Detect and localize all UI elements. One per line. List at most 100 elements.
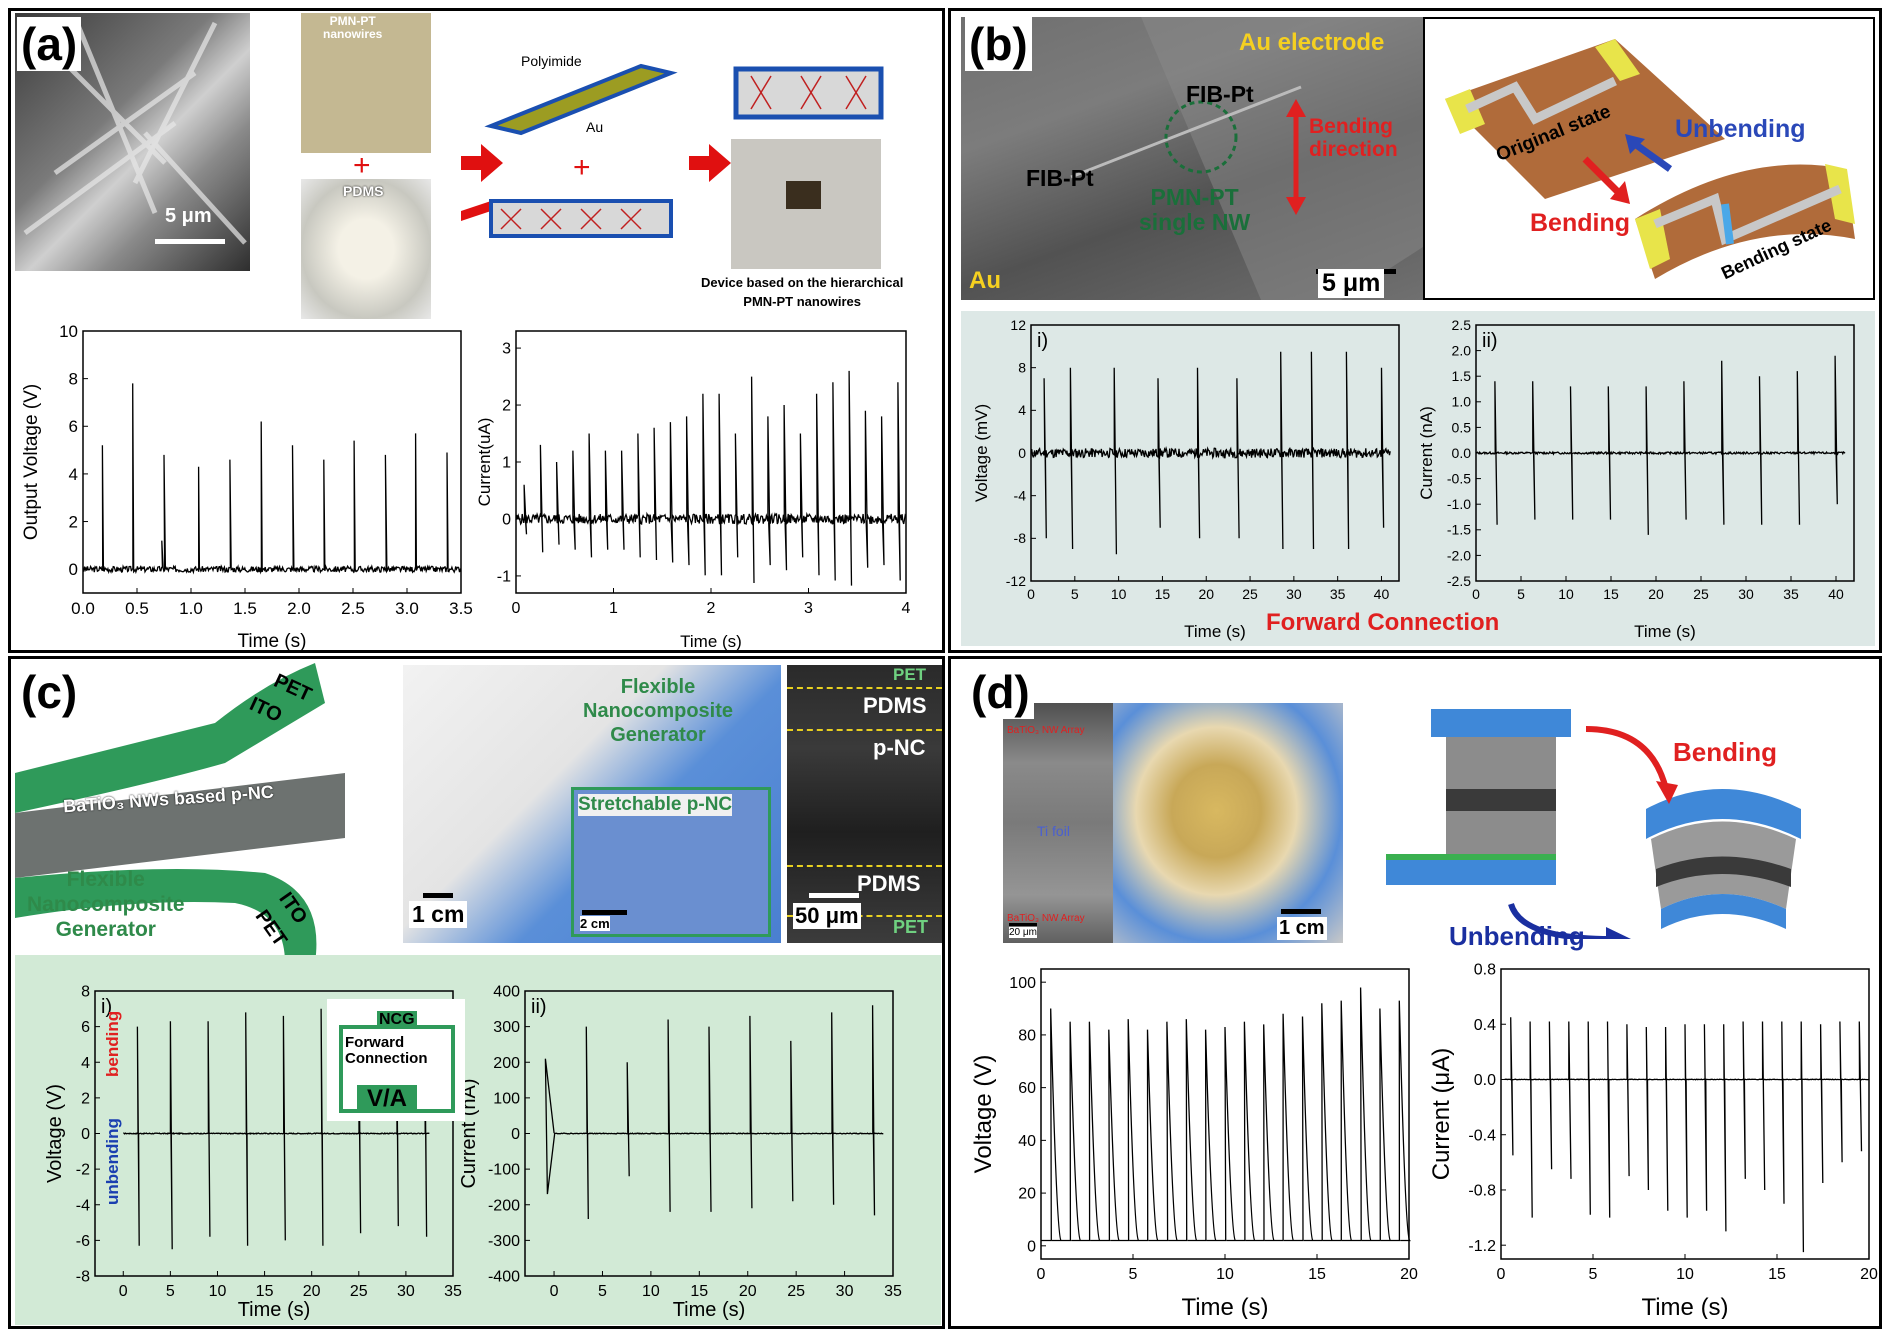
y-tick-label: 0 <box>1027 1238 1036 1255</box>
x-tick-label: 10 <box>209 1283 227 1300</box>
y-tick-label: -1.0 <box>1447 496 1471 512</box>
x-tick-label: 15 <box>256 1283 274 1300</box>
x-tick-label: 25 <box>350 1283 368 1300</box>
plus-sign: + <box>353 149 371 182</box>
y-tick-label: 4 <box>81 1055 90 1072</box>
y-tick-label: 0.4 <box>1474 1017 1496 1034</box>
y-axis-label: Current (μA) <box>1428 1048 1455 1181</box>
y-tick-label: -1.5 <box>1447 522 1471 538</box>
x-tick-label: 35 <box>884 1283 902 1300</box>
au-label: Au <box>586 119 604 135</box>
x-tick-label: 15 <box>1155 586 1171 602</box>
x-tick-label: 20 <box>1860 1266 1878 1283</box>
nanowire-layer <box>489 199 673 238</box>
panel-tag: ii) <box>531 996 547 1018</box>
x-axis-label: Time (s) <box>1641 1294 1728 1319</box>
scale-50um-label: 50 μm <box>793 903 861 929</box>
x-tick-label: 0 <box>1472 586 1480 602</box>
inset-forward-label: Forward Connection <box>345 1034 428 1067</box>
final-device-stack <box>733 66 884 120</box>
stretchable-label: Stretchable p-NC <box>578 794 733 816</box>
x-tick-label: 10 <box>1216 1266 1234 1283</box>
y-tick-label: 0 <box>502 512 511 529</box>
y-axis-label: Voltage (V) <box>970 1055 997 1174</box>
y-tick-label: 100 <box>1009 975 1036 992</box>
x-tick-label: 10 <box>1111 586 1127 602</box>
data-trace <box>515 370 907 586</box>
x-axis-label: Time (s) <box>680 632 742 651</box>
y-tick-label: 10 <box>59 322 78 341</box>
scale-1cm-d-label: 1 cm <box>1277 917 1327 940</box>
data-trace <box>1504 1017 1869 1253</box>
x-tick-label: 35 <box>1783 586 1799 602</box>
pdms-label-2: PDMS <box>857 871 921 896</box>
x-tick-label: 15 <box>1768 1266 1786 1283</box>
pnc-label: p-NC <box>873 735 926 760</box>
y-tick-label: -6 <box>76 1233 90 1250</box>
x-tick-label: 40 <box>1374 586 1390 602</box>
y-tick-label: -100 <box>488 1162 520 1179</box>
nanowire-hatching <box>500 208 642 230</box>
nw-array-top-label: BaTiO₃ NW Array <box>1007 725 1085 736</box>
y-tick-label: -1 <box>497 569 511 586</box>
x-tick-label: 3.0 <box>395 599 419 618</box>
x-tick-label: 1 <box>609 600 618 617</box>
x-tick-label: 5 <box>1589 1266 1598 1283</box>
bending-label-b: Bending <box>1530 209 1630 237</box>
x-tick-label: 0.0 <box>71 599 95 618</box>
bending-schematic-b: Original state Unbending Bending Bending… <box>1423 17 1875 300</box>
x-tick-label: 5 <box>598 1283 607 1300</box>
y-tick-label: 0 <box>1018 445 1026 461</box>
scale-1cm-label: 1 cm <box>409 901 468 928</box>
x-tick-label: 5 <box>1517 586 1525 602</box>
x-tick-label: 0 <box>1037 1266 1046 1283</box>
y-tick-label: 2 <box>81 1090 90 1107</box>
unbending-axis-label: unbending <box>103 1118 122 1205</box>
y-tick-label: 300 <box>493 1019 520 1036</box>
y-tick-label: 4 <box>69 465 78 484</box>
y-tick-label: 4 <box>1018 402 1026 418</box>
x-tick-label: 25 <box>787 1283 805 1300</box>
x-tick-label: 10 <box>642 1283 660 1300</box>
photo-bent-device: 1 cm <box>1113 703 1343 943</box>
x-tick-label: 2.0 <box>287 599 311 618</box>
y-tick-label: 2.0 <box>1452 343 1472 359</box>
x-tick-label: 2.5 <box>341 599 365 618</box>
sem-scale-label: 5 μm <box>165 205 212 227</box>
scale-2cm-bar <box>582 910 627 915</box>
y-tick-label: 60 <box>1018 1080 1036 1097</box>
process-arrow-2 <box>689 144 731 182</box>
pdms-label: PDMS <box>343 183 384 199</box>
x-tick-label: 15 <box>690 1283 708 1300</box>
nanowire-powder-label: PMN-PT nanowires <box>323 14 383 41</box>
y-tick-label: 0.0 <box>1474 1072 1496 1089</box>
x-tick-label: 3.5 <box>449 599 473 618</box>
x-tick-label: 4 <box>902 600 911 617</box>
stretchable-inset: Stretchable p-NC 2 cm <box>571 787 771 937</box>
nw-array-bottom-label: BaTiO₃ NW Array <box>1007 913 1085 924</box>
bending-direction-label: Bending direction <box>1309 115 1398 161</box>
x-tick-label: 35 <box>444 1283 462 1300</box>
y-tick-label: 0.0 <box>1452 445 1472 461</box>
plot-frame <box>82 330 462 594</box>
panel-a: 5 μm (a) PMN-PT nanowires + PDMS Polyimi… <box>8 8 945 653</box>
y-tick-label: 12 <box>1010 317 1026 333</box>
y-tick-label: 8 <box>1018 360 1026 376</box>
y-tick-label: 0 <box>69 560 78 579</box>
unbending-label-d: Unbending <box>1449 921 1585 951</box>
photo-flex-label: Flexible Nanocomposite Generator <box>583 676 734 746</box>
x-tick-label: 10 <box>1676 1266 1694 1283</box>
x-tick-label: 30 <box>1286 586 1302 602</box>
ti-foil-label: Ti foil <box>1037 823 1070 839</box>
polyimide-strip <box>484 63 678 136</box>
y-axis-label: Output Voltage (V) <box>21 384 42 540</box>
y-axis-label: Current(uA) <box>476 418 494 507</box>
au-electrode-label: Au electrode <box>1239 29 1385 56</box>
panel-label-a: (a) <box>17 17 82 71</box>
y-tick-label: -4 <box>76 1197 90 1214</box>
y-axis-label: Voltage (mV) <box>972 404 991 502</box>
